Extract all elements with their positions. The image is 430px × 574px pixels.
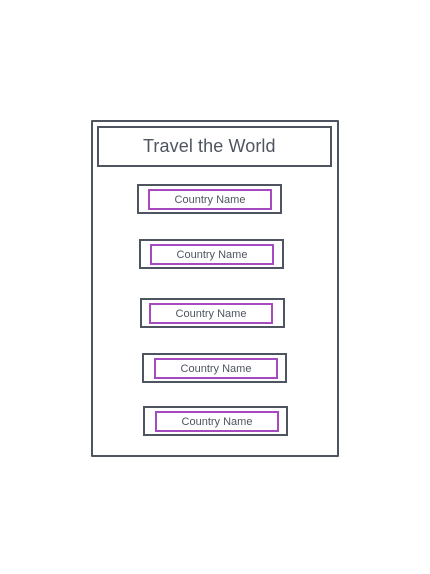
title-bar: Travel the World: [97, 126, 332, 167]
country-button-3[interactable]: Country Name: [149, 303, 273, 324]
country-button-5[interactable]: Country Name: [155, 411, 279, 432]
wireframe-container: [91, 120, 339, 457]
country-button-1[interactable]: Country Name: [148, 189, 272, 210]
country-item-3: Country Name: [140, 298, 285, 328]
country-button-2[interactable]: Country Name: [150, 244, 274, 265]
country-button-4[interactable]: Country Name: [154, 358, 278, 379]
page-title: Travel the World: [143, 136, 276, 156]
country-item-4: Country Name: [142, 353, 287, 383]
country-item-5: Country Name: [143, 406, 288, 436]
country-item-1: Country Name: [137, 184, 282, 214]
country-item-2: Country Name: [139, 239, 284, 269]
